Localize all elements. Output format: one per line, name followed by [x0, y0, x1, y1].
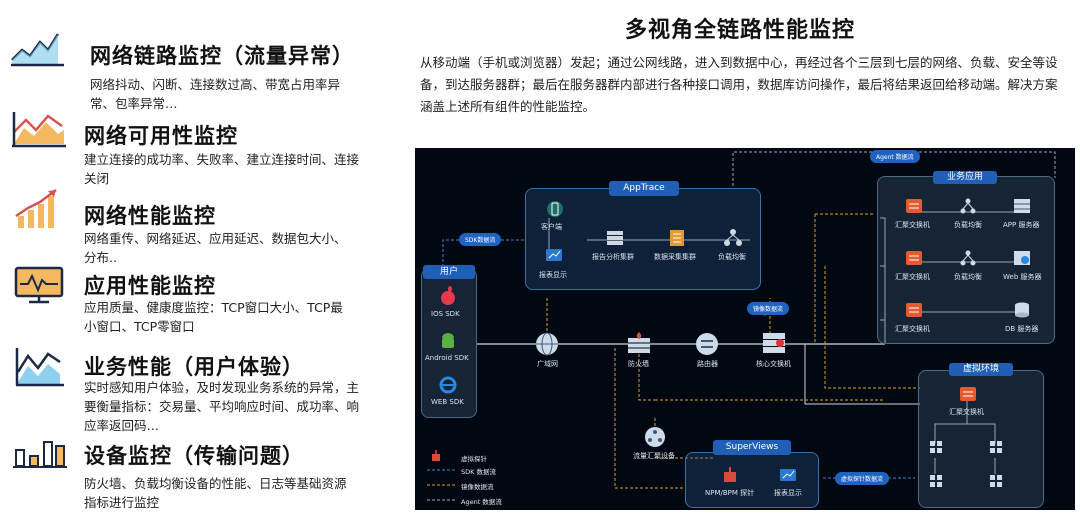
apptrace-box — [525, 188, 761, 290]
apptrace-title: AppTrace — [609, 181, 679, 196]
bar-chart-icon — [12, 436, 68, 468]
agent-flow-pill: Agent 数据流 — [870, 150, 920, 163]
item-title-app-performance: 应用性能监控 — [84, 274, 216, 298]
business-row2-lb: 负载均衡 — [954, 273, 982, 281]
page-title: 多视角全链路性能监控 — [624, 18, 855, 43]
item-title-device-monitor: 设备监控（传输问题） — [84, 444, 304, 468]
legend-agent-flow: Agent 数据流 — [461, 498, 502, 506]
business-row2-server: Web 服务器 — [1003, 273, 1042, 281]
core-switch-label: 核心交换机 — [756, 360, 791, 368]
item-desc-business-performance: 实时感知用户体验，及时发现业务系统的异常，主要衡量指标：交易量、平均响应时间、成… — [84, 380, 360, 433]
monitor-pulse-icon — [14, 266, 64, 304]
item-title-business-performance: 业务性能（用户体验） — [84, 355, 304, 379]
item-desc-availability: 建立连接的成功率、失败率、建立连接时间、连接关闭 — [84, 152, 360, 186]
architecture-diagram: Agent 数据流 AppTrace 客户端 报表显示 报告分析集群 数据采集集… — [415, 148, 1075, 510]
mirror-flow-pill: 镜像数据流 — [747, 302, 790, 315]
traffic-aggregator-label: 流量汇聚设备 — [633, 452, 675, 460]
web-sdk-label: WEB SDK — [431, 398, 464, 406]
business-row1-lb: 负载均衡 — [954, 221, 982, 229]
apptrace-report-label: 报表显示 — [539, 271, 567, 279]
ios-sdk-label: IOS SDK — [431, 310, 460, 318]
traffic-chart-icon — [10, 30, 66, 68]
superviews-probe-label: NPM/BPM 探针 — [705, 489, 755, 497]
apptrace-client-label: 客户端 — [541, 223, 562, 231]
superviews-title: SuperViews — [713, 440, 791, 455]
virtual-switch-label: 汇聚交换机 — [949, 408, 984, 416]
growth-chart-icon — [14, 186, 66, 230]
business-row1-switch: 汇聚交换机 — [895, 221, 930, 229]
firewall-label: 防火墙 — [628, 360, 649, 368]
apptrace-collector-label: 数据采集集群 — [654, 253, 696, 261]
superviews-report-label: 报表显示 — [774, 489, 802, 497]
wan-label: 广域网 — [537, 360, 558, 368]
page-description: 从移动端（手机或浏览器）发起；通过公网线路，进入到数据中心，再经过各个三层到七层… — [420, 55, 1058, 114]
legend-virtual-probe: 虚拟探针 — [461, 455, 487, 463]
business-row2-switch: 汇聚交换机 — [895, 273, 930, 281]
apptrace-lb-label: 负载均衡 — [718, 253, 746, 261]
item-title-network-performance: 网络性能监控 — [84, 204, 216, 228]
business-title: 业务应用 — [933, 171, 997, 184]
item-desc-device-monitor: 防火墙、负载均衡设备的性能、日志等基础资源指标进行监控 — [84, 476, 347, 510]
legend-mirror-flow: 镜像数据流 — [461, 483, 494, 491]
virtual-env-title: 虚拟环境 — [949, 363, 1013, 376]
item-title-link-monitor: 网络链路监控（流量异常） — [90, 44, 354, 68]
virtual-probe-flow-pill: 虚拟探针数据流 — [835, 472, 890, 485]
sdk-flow-pill: SDK数据流 — [459, 233, 502, 246]
line-area-chart-icon — [14, 346, 66, 388]
item-desc-app-performance: 应用质量、健康度监控：TCP窗口大小、TCP最小窗口、TCP零窗口 — [84, 300, 343, 334]
item-title-availability: 网络可用性监控 — [84, 124, 238, 148]
business-row1-server: APP 服务器 — [1003, 221, 1040, 229]
business-row3-switch: 汇聚交换机 — [895, 325, 930, 333]
legend-sdk-flow: SDK 数据流 — [461, 468, 496, 476]
item-desc-network-performance: 网络重传、网络延迟、应用延迟、数据包大小、分布.. — [84, 231, 347, 265]
android-sdk-label: Android SDK — [425, 354, 469, 362]
user-title: 用户 — [423, 265, 475, 279]
business-row3-server: DB 服务器 — [1005, 325, 1039, 333]
router-label: 路由器 — [697, 360, 718, 368]
area-chart-icon — [10, 110, 68, 150]
superviews-box — [685, 452, 819, 508]
apptrace-analyzer-label: 报告分析集群 — [592, 253, 634, 261]
item-desc-link-monitor: 网络抖动、闪断、连接数过高、带宽占用率异常、包率异常… — [90, 77, 341, 111]
